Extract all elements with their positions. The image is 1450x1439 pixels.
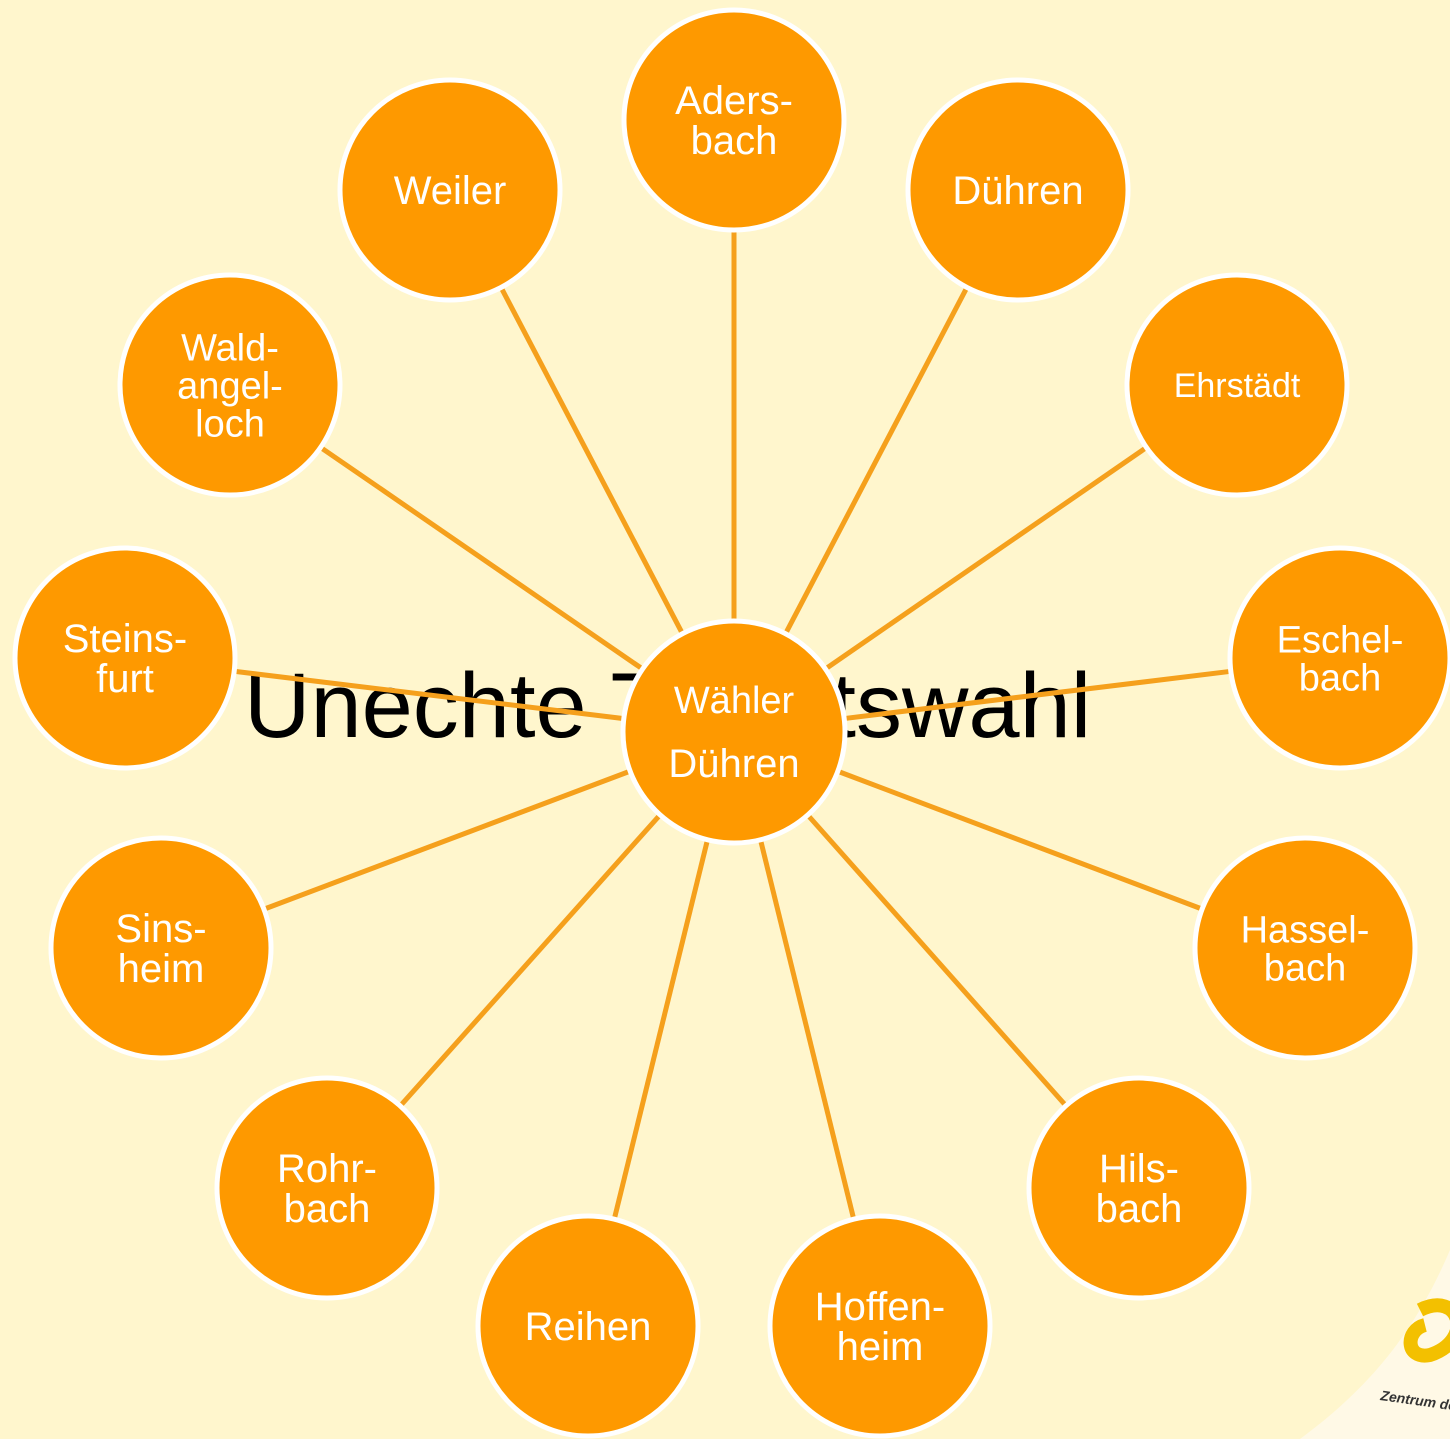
node-label-rohrbach-2: bach: [284, 1187, 371, 1231]
node-circle-waldangelloch: [117, 272, 343, 498]
node-label-sinsheim-2: heim: [118, 947, 205, 991]
node-label-hasselbach-2: bach: [1264, 947, 1346, 989]
node-hasselbach: Hassel-bach: [1192, 835, 1418, 1061]
node-label-reihen-1: Reihen: [525, 1305, 652, 1349]
node-label-hilsbach-1: Hils-: [1099, 1147, 1179, 1191]
connector-line-waldangelloch: [320, 446, 644, 671]
node-label-waldangelloch-2: angel-: [177, 365, 283, 407]
node-hoffenheim: Hoffen-heim: [767, 1213, 993, 1439]
logo-background: [1300, 1250, 1450, 1439]
node-steinsfurt: Steins-furt: [12, 545, 238, 771]
node-circle-rohrbach: [214, 1075, 440, 1301]
node-label-adersbach-1: Aders-: [675, 79, 793, 123]
node-label-duehren-1: Dühren: [952, 169, 1083, 213]
node-circle-hilsbach: [1026, 1075, 1252, 1301]
connector-line-ehrstaedt: [824, 446, 1147, 671]
connector-line-hasselbach: [837, 769, 1202, 911]
node-reihen: Reihen: [475, 1213, 701, 1439]
node-sinsheim: Sins-heim: [48, 835, 274, 1061]
node-label-steinsfurt-2: furt: [96, 657, 154, 701]
connector-line-hilsbach: [806, 814, 1067, 1106]
node-label-sinsheim-1: Sins-: [115, 907, 206, 951]
node-label-eschelbach-1: Eschel-: [1277, 619, 1404, 661]
logo-swoosh-icon: [1403, 1298, 1450, 1363]
node-label-steinsfurt-1: Steins-: [63, 617, 188, 661]
connector-line-steinsfurt: [235, 669, 624, 721]
corner-logo: Zentrum de: [1300, 1250, 1450, 1439]
hub-node: Wähler Dühren: [620, 618, 848, 846]
node-label-adersbach-2: bach: [691, 119, 778, 163]
connector-line-eschelbach: [844, 669, 1230, 721]
hub-circle: [620, 618, 848, 846]
node-circle-duehren: [905, 77, 1131, 303]
node-circle-weiler: [337, 77, 563, 303]
connector-line-weiler: [499, 288, 685, 634]
connector-line-rohrbach: [399, 813, 662, 1107]
node-label-ehrstaedt-1: Ehrstädt: [1174, 367, 1301, 405]
node-label-waldangelloch-1: Wald-: [181, 327, 279, 369]
node-waldangelloch: Wald-angel-loch: [117, 272, 343, 498]
node-circle-sinsheim: [48, 835, 274, 1061]
connector-lines: [235, 232, 1230, 1218]
hub-label-line2: Dühren: [668, 742, 799, 786]
node-label-weiler-1: Weiler: [394, 169, 507, 213]
node-label-hasselbach-1: Hassel-: [1241, 909, 1370, 951]
connector-line-duehren: [783, 288, 969, 634]
node-circle-hasselbach: [1192, 835, 1418, 1061]
node-circle-steinsfurt: [12, 545, 238, 771]
satellite-nodes: Aders-bachDührenEhrstädtEschel-bachHasse…: [12, 7, 1450, 1439]
node-label-hoffenheim-1: Hoffen-: [815, 1285, 945, 1329]
connector-line-hoffenheim: [758, 840, 856, 1218]
node-eschelbach: Eschel-bach: [1227, 545, 1450, 771]
node-hilsbach: Hils-bach: [1026, 1075, 1252, 1301]
node-label-hoffenheim-2: heim: [837, 1325, 924, 1369]
hub-label-line1: Wähler: [674, 680, 795, 722]
node-circle-hoffenheim: [767, 1213, 993, 1439]
node-circle-eschelbach: [1227, 545, 1450, 771]
node-circle-ehrstaedt: [1124, 272, 1350, 498]
node-weiler: Weiler: [337, 77, 563, 303]
node-label-eschelbach-2: bach: [1299, 657, 1381, 699]
node-label-rohrbach-1: Rohr-: [277, 1147, 377, 1191]
node-duehren: Dühren: [905, 77, 1131, 303]
connector-line-reihen: [612, 840, 710, 1218]
node-ehrstaedt: Ehrstädt: [1124, 272, 1350, 498]
node-adersbach: Aders-bach: [621, 7, 847, 233]
node-circle-reihen: [475, 1213, 701, 1439]
node-rohrbach: Rohr-bach: [214, 1075, 440, 1301]
connector-line-sinsheim: [264, 769, 631, 911]
node-label-hilsbach-2: bach: [1096, 1187, 1183, 1231]
node-circle-adersbach: [621, 7, 847, 233]
node-label-waldangelloch-3: loch: [195, 403, 265, 445]
